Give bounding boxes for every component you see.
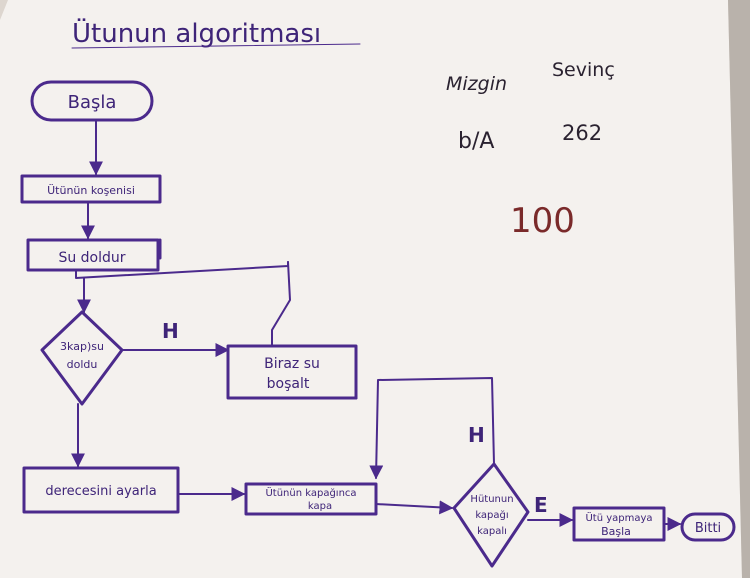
author-last-name: Sevinç	[552, 59, 615, 81]
end-label: Bitti	[695, 521, 721, 536]
author-class: b/A	[458, 129, 494, 154]
step-label-line: Ütü yapmaya	[585, 511, 652, 524]
decision-label-line: kapağı	[475, 509, 508, 521]
step-node: Ütünün koşenisi	[20, 174, 162, 204]
page-title: Ütunun algoritması	[72, 17, 321, 49]
step-label-line: Ütünün kapağınca	[265, 486, 356, 499]
step-label-line: kapa	[308, 501, 332, 512]
step-node: Biraz su boşalt	[226, 344, 358, 400]
branch-yes-label: E	[534, 493, 548, 517]
branch-no-label: H	[162, 319, 179, 343]
step-label-line: Biraz su	[264, 356, 320, 372]
end-node: Bitti	[680, 512, 736, 542]
branch-no-label: H	[468, 423, 485, 447]
start-label: Başla	[68, 92, 117, 113]
step-node: Ütünün kapağınca kapa	[244, 482, 378, 516]
step-label: derecesini ayarla	[45, 484, 156, 499]
decision-node: 3kap)su doldu	[40, 310, 124, 406]
decision-label-line: doldu	[67, 358, 98, 371]
decision-label-line: 3kap)su	[60, 340, 104, 353]
start-node: Başla	[30, 80, 154, 122]
step-node: Su doldur	[26, 238, 162, 272]
step-label: Ütünün koşenisi	[47, 184, 135, 197]
step-node: derecesini ayarla	[22, 466, 180, 514]
step-label-line: boşalt	[267, 376, 310, 392]
author-number: 262	[562, 121, 602, 145]
author-first-name: Mizgin	[446, 73, 507, 95]
decision-node: Hütunun kapağı kapalı	[452, 462, 530, 568]
step-label-line: Başla	[601, 525, 631, 538]
decision-label-line: kapalı	[477, 526, 507, 537]
score: 100	[510, 201, 575, 241]
decision-label-line: Hütunun	[470, 494, 513, 505]
step-label: Su doldur	[58, 250, 125, 266]
